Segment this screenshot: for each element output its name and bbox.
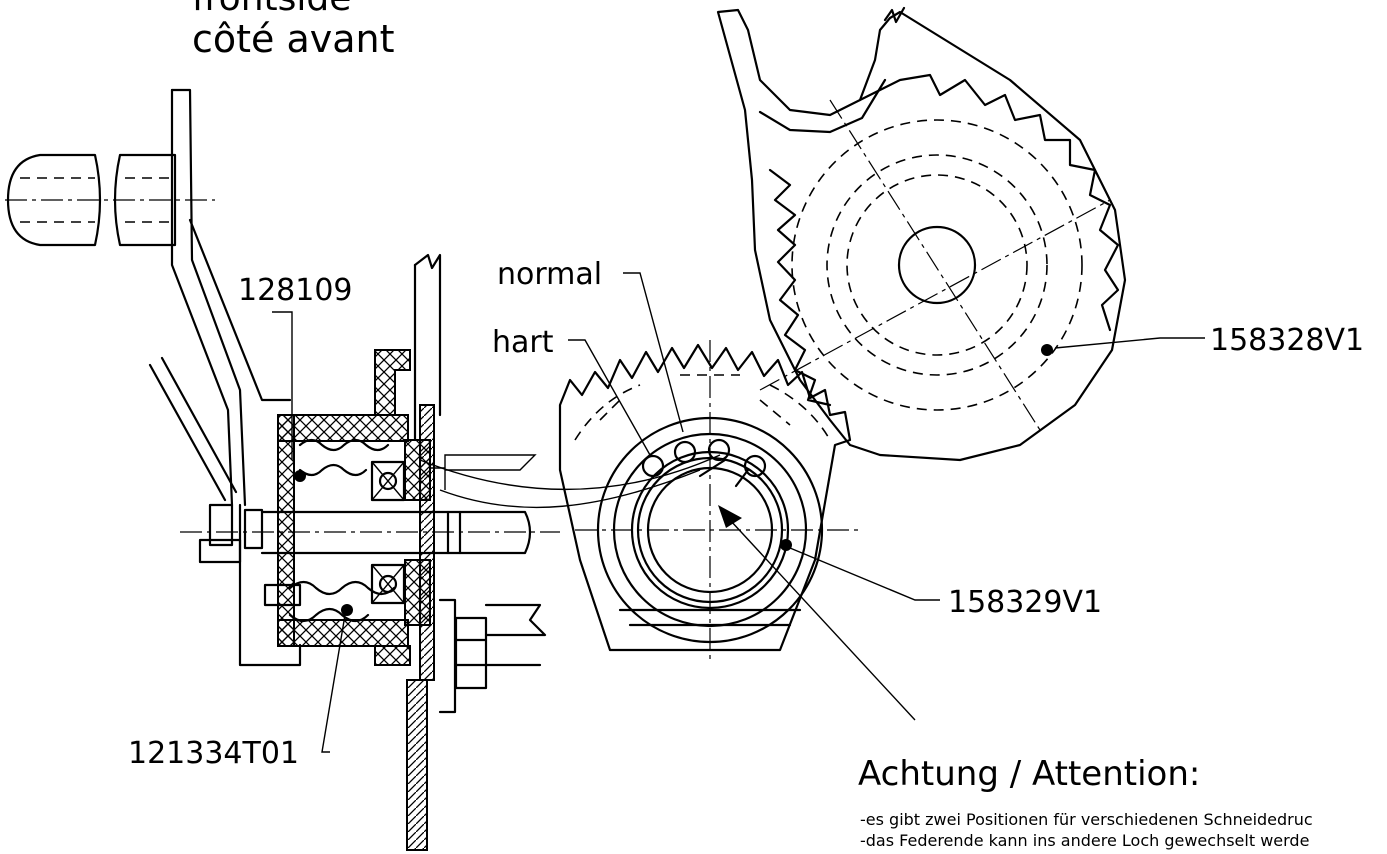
large-gear xyxy=(716,6,1127,462)
position-normal-label: normal xyxy=(497,257,602,292)
note-heading: Achtung / Attention: xyxy=(858,754,1200,794)
main-shaft xyxy=(180,510,560,555)
part-128109-label: 128109 xyxy=(238,273,353,308)
small-gear xyxy=(558,340,860,660)
part-121334T01-label: 121334T01 xyxy=(128,736,299,771)
note-line-2: -das Federende kann ins andere Loch gewe… xyxy=(860,831,1309,850)
note-line-1: -es gibt zwei Positionen für verschieden… xyxy=(860,810,1313,829)
front-side-label: frontside xyxy=(192,0,351,19)
spring-housing xyxy=(263,349,431,666)
part-158329V1-label: 158329V1 xyxy=(948,585,1102,620)
frame-plate xyxy=(406,253,721,851)
front-side-fr-label: côté avant xyxy=(192,17,395,61)
lever-assembly xyxy=(5,88,302,667)
leader-lines xyxy=(272,272,1205,753)
position-hart-label: hart xyxy=(492,325,554,360)
part-158328V1-label: 158328V1 xyxy=(1210,323,1364,358)
